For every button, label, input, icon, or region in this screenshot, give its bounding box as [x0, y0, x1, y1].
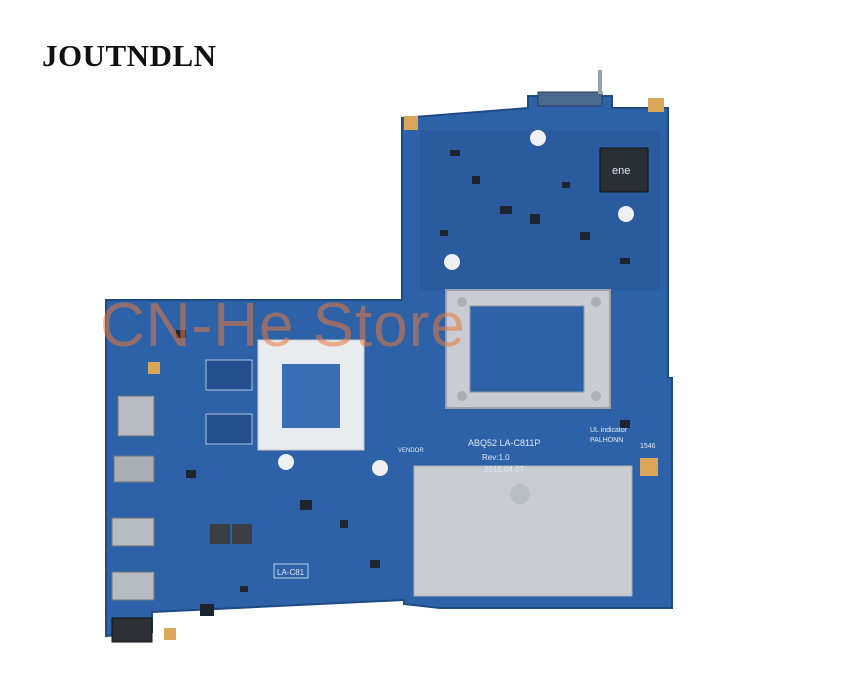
mount-pad — [648, 98, 664, 112]
chip-pad — [205, 413, 253, 445]
mount-hole — [372, 460, 388, 476]
usb-port — [111, 517, 155, 547]
silk-date: 2015.04.07 — [484, 465, 525, 474]
silk-ul: UL indicator — [590, 427, 628, 434]
store-watermark: CN-He Store — [100, 291, 466, 360]
cpu-socket — [469, 305, 585, 393]
audio-jack — [111, 617, 153, 643]
silk-small-label: LA-C81 — [277, 568, 305, 577]
ethernet-port — [117, 395, 155, 437]
chip-pad — [205, 359, 253, 391]
bracket-screw — [591, 391, 601, 401]
gpu-chip-area — [282, 364, 340, 428]
mount-pad — [404, 116, 418, 130]
bracket-screw — [457, 391, 467, 401]
silk-rev: Rev:1.0 — [482, 453, 510, 462]
bracket-screw — [457, 297, 467, 307]
chip-label: ene — [612, 165, 630, 177]
mount-hole — [618, 206, 634, 222]
mount-hole — [444, 254, 460, 270]
silk-code: 1546 — [640, 443, 656, 450]
hdmi-port — [113, 455, 155, 483]
usb-port — [111, 571, 155, 601]
ene-chip — [599, 147, 649, 193]
silk-model: ABQ52 LA-C811P — [468, 438, 540, 448]
connector-pin — [598, 70, 602, 94]
silk-vendor: VENDOR — [398, 448, 424, 454]
top-connector — [537, 91, 603, 107]
silk-pal: PALHONN — [590, 437, 623, 444]
inductor — [210, 524, 230, 544]
inductor — [232, 524, 252, 544]
silk-box — [273, 563, 309, 579]
mount-pad — [164, 628, 176, 640]
mount-pad — [640, 458, 658, 476]
shield-mark — [510, 484, 530, 504]
bracket-screw — [591, 297, 601, 307]
mount-hole — [530, 130, 546, 146]
mount-pad — [148, 362, 160, 374]
smd-components — [176, 150, 630, 616]
brand-title: JOUTNDLN — [42, 38, 217, 73]
mount-hole — [278, 454, 294, 470]
